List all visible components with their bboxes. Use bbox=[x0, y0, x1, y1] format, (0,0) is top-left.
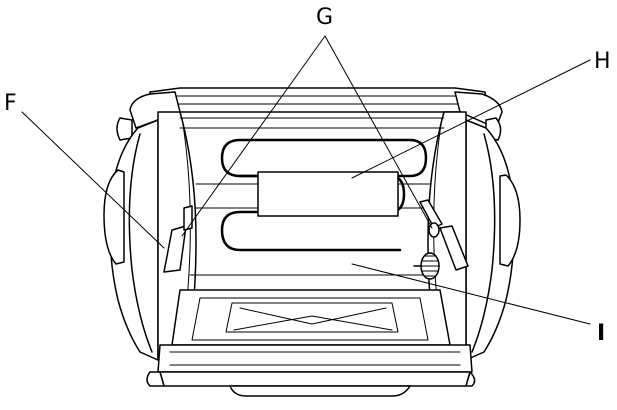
label-g: G bbox=[316, 5, 333, 30]
label-h: H bbox=[594, 49, 611, 74]
leader-line-g-right bbox=[324, 35, 433, 229]
leader-line-i bbox=[351, 263, 591, 325]
leader-line-f bbox=[21, 111, 165, 249]
appliance-body bbox=[103, 87, 521, 397]
leader-line-h bbox=[351, 59, 591, 179]
label-i: I bbox=[597, 321, 605, 346]
leader-line-g-left bbox=[181, 35, 326, 237]
left-bracket bbox=[163, 205, 193, 273]
heating-element bbox=[195, 138, 431, 252]
adjustment-knob bbox=[413, 252, 440, 280]
callout-lines bbox=[21, 35, 591, 325]
label-f: F bbox=[4, 91, 17, 116]
